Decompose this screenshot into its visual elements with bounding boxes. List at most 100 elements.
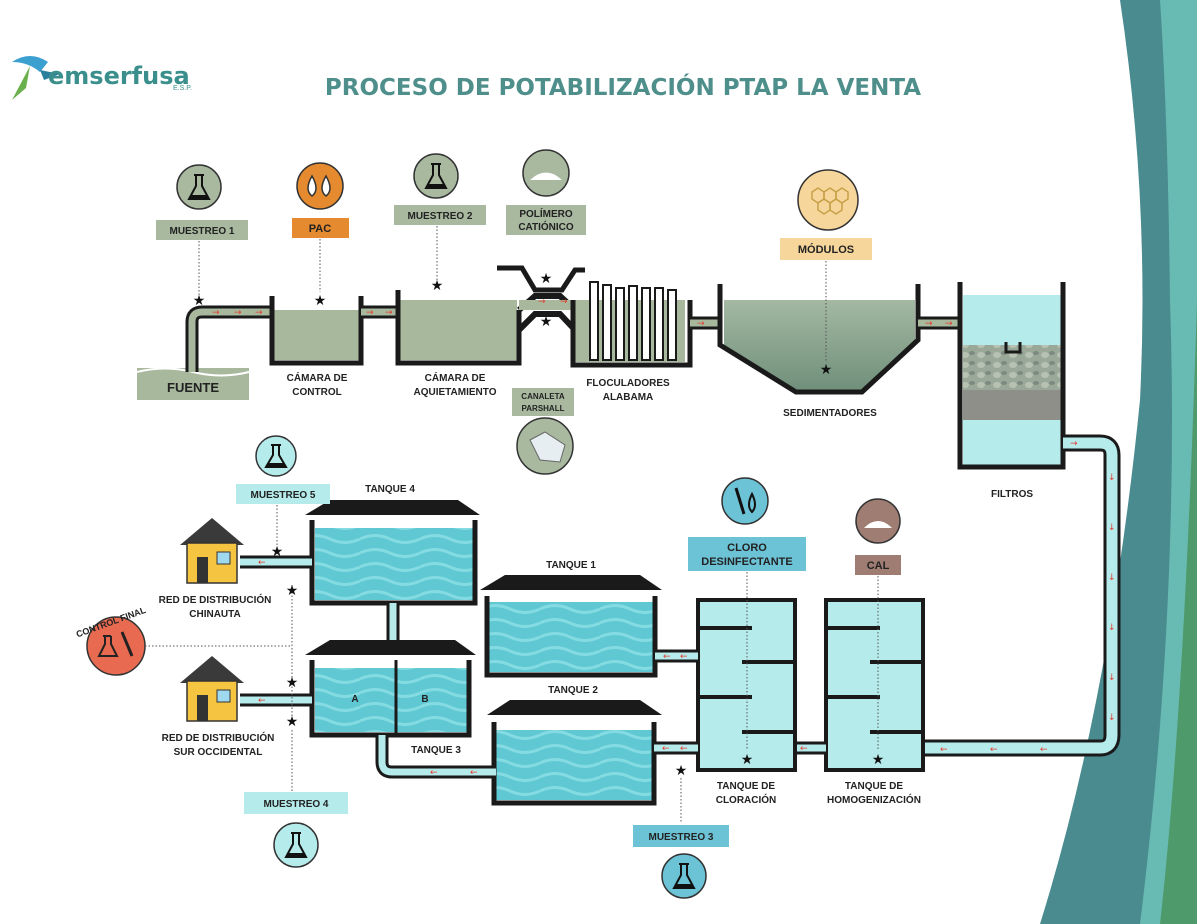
- decoration-right: [1040, 0, 1197, 924]
- svg-text:★: ★: [314, 293, 327, 309]
- tags-pac: PAC: [309, 223, 331, 235]
- parshall-icon: [516, 417, 574, 475]
- tag-polimero: [506, 205, 586, 235]
- svg-text:→: →: [925, 319, 933, 329]
- svg-text:→: →: [538, 297, 546, 307]
- labels-tanque3: TANQUE 3: [411, 745, 461, 756]
- labels-homog-1: TANQUE DE: [845, 781, 903, 792]
- tags-muestreo4: MUESTREO 4: [263, 799, 328, 810]
- flask-icon: [273, 822, 319, 868]
- drops-icon: [296, 162, 344, 210]
- test-tube-icon: [721, 477, 769, 525]
- svg-text:★: ★: [675, 763, 688, 779]
- svg-text:←: ←: [680, 744, 688, 754]
- svg-text:←: ←: [470, 768, 478, 778]
- svg-text:↓: ↓: [1108, 673, 1116, 683]
- labels-red-chin-1: RED DE DISTRIBUCIÓN: [159, 593, 272, 606]
- logo-text: emserfusa: [48, 62, 190, 90]
- tanque-2: TANQUE 2: [487, 685, 662, 806]
- tags-cal: CAL: [867, 560, 890, 572]
- flask-icon: [661, 853, 707, 899]
- labels-clor-1: TANQUE DE: [717, 781, 775, 792]
- labels-floc-1: FLOCULADORES: [586, 378, 670, 389]
- powder-icon: [522, 149, 570, 197]
- svg-text:★: ★: [431, 278, 444, 294]
- labels-filtros: FILTROS: [991, 489, 1033, 500]
- house-icon: [180, 518, 244, 584]
- tags-muestreo1: MUESTREO 1: [169, 226, 234, 237]
- svg-text:★: ★: [540, 271, 553, 287]
- labels-red-sur-1: RED DE DISTRIBUCIÓN: [162, 731, 275, 744]
- tags-muestreo3: MUESTREO 3: [648, 832, 713, 843]
- floculadores: FLOCULADORES ALABAMA: [570, 281, 693, 403]
- svg-text:↓: ↓: [1108, 623, 1116, 633]
- labels-camara-aquiet-1: CÁMARA DE: [425, 371, 486, 384]
- logo: emserfusa E.S.P.: [12, 56, 192, 100]
- powder-icon: [855, 498, 901, 544]
- svg-text:★: ★: [193, 293, 206, 309]
- tag-muestreo5: [236, 484, 330, 504]
- svg-text:★: ★: [820, 362, 833, 378]
- canaleta-parshall: [497, 265, 585, 333]
- svg-text:★: ★: [540, 314, 553, 330]
- svg-text:★: ★: [872, 752, 885, 768]
- flask-icon: [176, 164, 222, 210]
- tag-cloro: [688, 537, 806, 571]
- svg-text:★: ★: [271, 544, 284, 560]
- tags-muestreo2: MUESTREO 2: [407, 211, 472, 222]
- labels-tanque2: TANQUE 2: [548, 685, 598, 696]
- svg-text:↓: ↓: [1108, 473, 1116, 483]
- svg-text:★: ★: [286, 675, 299, 691]
- filtros: FILTROS: [957, 282, 1066, 500]
- pipe-fuente: [185, 305, 272, 372]
- labels-red-sur-2: SUR OCCIDENTAL: [174, 747, 263, 758]
- labels-camara-control-1: CÁMARA DE: [287, 371, 348, 384]
- tanque-4: TANQUE 4: [305, 484, 480, 606]
- lab-icon: [86, 616, 146, 676]
- camara-control: CÁMARA DE CONTROL: [269, 296, 364, 398]
- svg-text:←: ←: [258, 558, 266, 568]
- labels-sedimentadores: SEDIMENTADORES: [783, 408, 877, 419]
- svg-text:←: ←: [430, 768, 438, 778]
- svg-text:←: ←: [258, 696, 266, 706]
- sedimentadores: SEDIMENTADORES: [717, 284, 921, 419]
- flask-icon: [255, 435, 297, 477]
- svg-text:→: →: [255, 308, 263, 318]
- tanque-homogenizacion: TANQUE DE HOMOGENIZACIÓN: [824, 598, 925, 806]
- fuente: FUENTE: [136, 367, 250, 400]
- tag-muestreo2: [394, 205, 486, 225]
- svg-text:←: ←: [662, 744, 670, 754]
- tags-modulos: MÓDULOS: [798, 243, 854, 256]
- tags-cloro-1: CLORO: [727, 542, 767, 554]
- tag-cal: [855, 555, 901, 575]
- labels-red-chin-2: CHINAUTA: [189, 609, 240, 620]
- svg-text:←: ←: [663, 652, 671, 662]
- honeycomb-icon: [797, 169, 859, 231]
- tags-polimero-1: POLÍMERO: [519, 207, 573, 220]
- labels-tanque1: TANQUE 1: [546, 560, 596, 571]
- labels-camara-aquiet-2: AQUIETAMIENTO: [414, 387, 497, 398]
- camara-aquietamiento: CÁMARA DE AQUIETAMIENTO: [395, 290, 522, 398]
- labels-clor-2: CLORACIÓN: [716, 793, 777, 806]
- tag-modulos: [780, 238, 872, 260]
- labels-tank-b: B: [421, 694, 428, 705]
- labels-tank-a: A: [351, 694, 358, 705]
- tag-muestreo3: [633, 825, 729, 847]
- svg-text:→: →: [212, 308, 220, 318]
- tag-muestreo1: [156, 220, 248, 240]
- tag-pac: [292, 218, 349, 238]
- house-icon: [180, 656, 244, 722]
- svg-text:→: →: [560, 297, 568, 307]
- star-icon: ★ ★ ★ ★ ★ ★ ★ ★ ★ ★ ★ ★ ★: [193, 271, 885, 779]
- labels-camara-control-2: CONTROL: [292, 387, 341, 398]
- svg-text:←: ←: [990, 745, 998, 755]
- svg-text:↓: ↓: [1108, 523, 1116, 533]
- svg-text:↓: ↓: [1108, 713, 1116, 723]
- svg-text:→: →: [234, 308, 242, 318]
- tags-polimero-2: CATIÓNICO: [518, 220, 574, 233]
- tags-cloro-2: DESINFECTANTE: [701, 556, 792, 568]
- svg-text:→: →: [385, 308, 393, 318]
- svg-text:★: ★: [286, 583, 299, 599]
- page-title: PROCESO DE POTABILIZACIÓN PTAP LA VENTA: [325, 73, 921, 101]
